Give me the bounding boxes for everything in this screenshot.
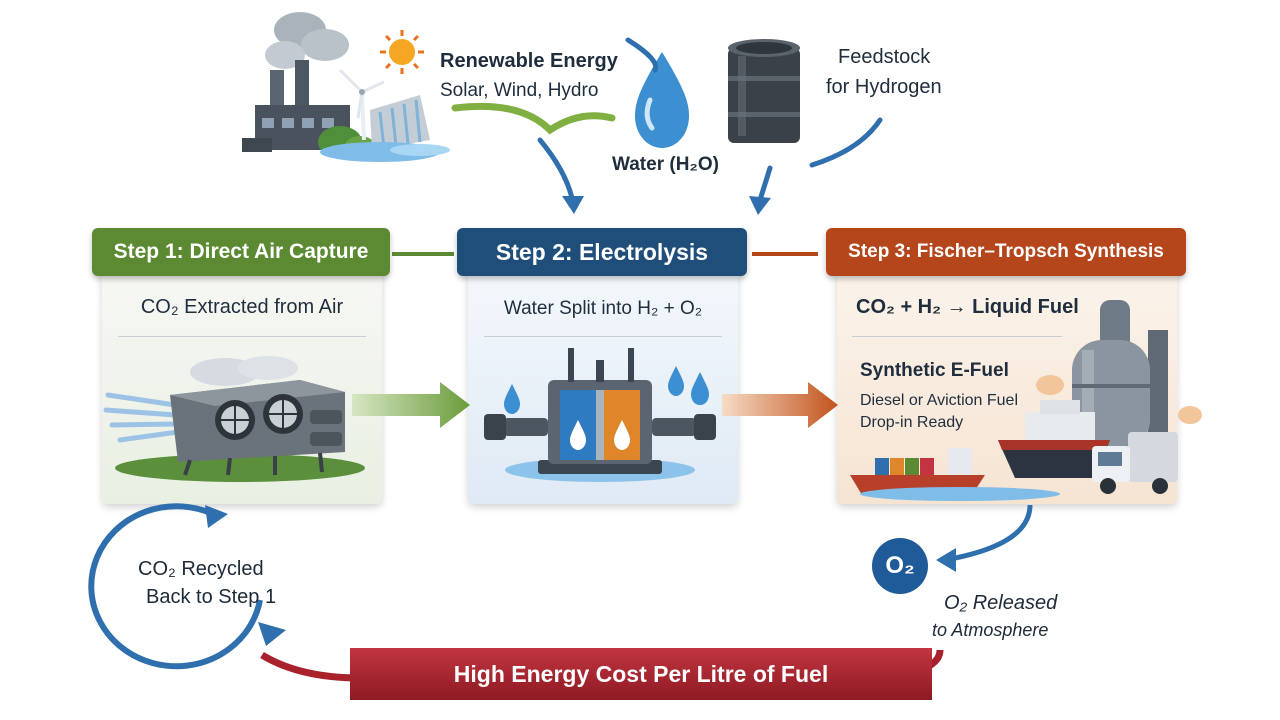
water-drop-icon <box>635 52 689 148</box>
sun-icon <box>380 30 424 74</box>
step1-title: Step 1: Direct Air Capture <box>113 240 369 263</box>
recycle-loop-icon <box>88 503 286 670</box>
product-line2: Drop-in Ready <box>860 414 964 431</box>
oxygen-symbol: O₂ <box>885 552 915 579</box>
step1-desc: CO₂ Extracted from Air <box>140 296 344 318</box>
step3-title: Step 3: Fischer–Tropsch Synthesis <box>848 241 1164 262</box>
electrolyzer-icon <box>484 348 716 482</box>
cost-banner-text: High Energy Cost Per Litre of Fuel <box>453 660 829 687</box>
oxygen-bubble: O₂ <box>872 538 928 594</box>
truck-icon <box>1092 432 1178 494</box>
small-drops-icon <box>504 366 709 414</box>
renewable-title: Renewable Energy <box>440 50 618 72</box>
feedstock-line1: Feedstock <box>838 46 931 68</box>
recycle-line2: Back to Step 1 <box>146 586 277 608</box>
cruise-ship-icon <box>998 400 1110 478</box>
step1-header: Step 1: Direct Air Capture <box>92 228 390 276</box>
step1-divider <box>118 336 366 337</box>
air-capture-unit-icon <box>103 356 365 482</box>
recycle-line1: CO₂ Recycled <box>138 558 264 580</box>
step3-header: Step 3: Fischer–Tropsch Synthesis <box>826 228 1186 276</box>
step2-divider <box>484 336 722 337</box>
arrow-step1-to-step2 <box>352 382 470 428</box>
feedstock-line2: for Hydrogen <box>826 76 942 98</box>
product-title: Synthetic E-Fuel <box>860 360 1009 381</box>
barrel-icon <box>728 39 800 143</box>
wind-turbine-icon <box>338 68 385 141</box>
water-label: Water (H₂O) <box>612 154 719 175</box>
oxygen-line2: to Atmosphere <box>932 620 1049 640</box>
step2-header: Step 2: Electrolysis <box>457 228 747 276</box>
arrow-step2-to-step3 <box>722 382 838 428</box>
step2-desc: Water Split into H₂ + O₂ <box>503 298 703 319</box>
step2-title: Step 2: Electrolysis <box>495 238 709 265</box>
cost-banner <box>350 648 932 700</box>
oxygen-line1: O₂ Released <box>944 592 1058 614</box>
dam-icon <box>370 95 430 150</box>
renewable-subtitle: Solar, Wind, Hydro <box>440 80 599 101</box>
product-line1: Diesel or Aviction Fuel <box>860 392 1018 409</box>
step3-desc: CO₂ + H₂ → Liquid Fuel <box>856 296 1079 318</box>
connector-1-2 <box>392 252 454 256</box>
connector-2-3 <box>752 252 818 256</box>
step3-divider <box>852 336 1062 337</box>
